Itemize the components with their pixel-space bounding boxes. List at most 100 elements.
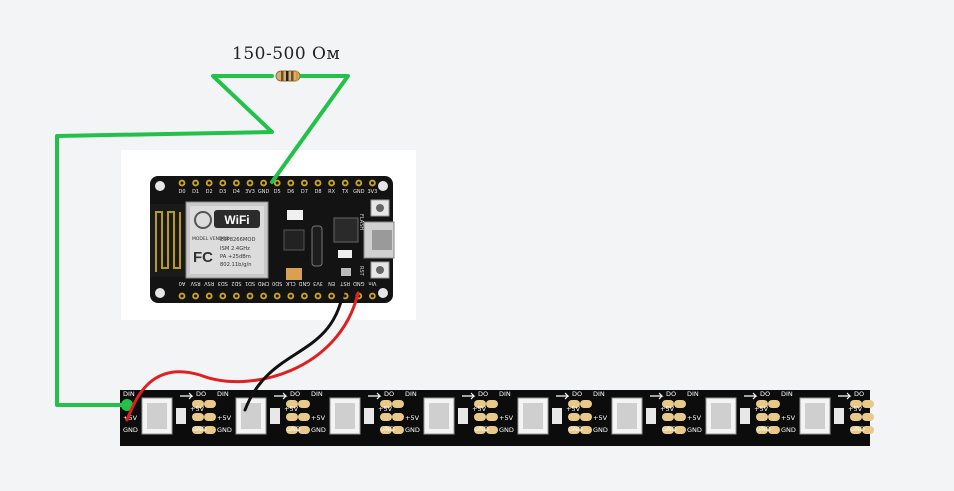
pin-label: D0 <box>178 189 185 195</box>
solder-pad <box>192 413 204 421</box>
solder-pad <box>850 400 862 408</box>
do-label: DO <box>290 390 300 398</box>
plus5v-label: +5V <box>378 405 393 413</box>
header-pin-hole <box>275 181 279 185</box>
solder-pad <box>474 400 486 408</box>
din-label: DIN <box>311 390 323 398</box>
solder-pad <box>850 426 862 434</box>
solder-pad <box>192 400 204 408</box>
do-label: DO <box>196 390 206 398</box>
header-pin-hole <box>262 181 266 185</box>
solder-pad <box>662 426 674 434</box>
pin-label: GND <box>353 189 365 195</box>
solder-pad <box>474 413 486 421</box>
pin-label: 3V3 <box>313 280 323 286</box>
pin-label: SD1 <box>245 280 255 286</box>
header-pin-hole <box>370 294 374 298</box>
solder-pad <box>298 400 310 408</box>
data-wire <box>270 74 350 184</box>
vendor-text: MODEL VENDOR <box>192 236 229 242</box>
pin-label: RSV <box>204 280 215 286</box>
pin-label: D8 <box>314 189 321 195</box>
vendor-logo-icon <box>194 211 212 229</box>
gnd-label: GND <box>405 426 420 434</box>
pin-label: D5 <box>274 189 281 195</box>
solder-pad <box>568 413 580 421</box>
pin-label: EN <box>328 280 335 286</box>
solder-pad <box>674 413 686 421</box>
ground-wire <box>243 291 345 412</box>
solder-pad <box>486 413 498 421</box>
solder-pad <box>204 400 216 408</box>
solder-pad <box>392 413 404 421</box>
solder-pad <box>486 426 498 434</box>
pin-label: SD2 <box>231 280 241 286</box>
direction-arrow-icon <box>556 392 570 400</box>
gnd-label: GND <box>311 426 326 434</box>
led-chip-face <box>335 403 355 429</box>
gnd-label: GND <box>380 425 395 433</box>
gnd-label: GND <box>123 426 138 434</box>
solder-pad <box>286 426 298 434</box>
do-label: DO <box>666 390 676 398</box>
solder-pad <box>486 400 498 408</box>
usb-port-opening <box>372 230 392 250</box>
fc-mark: FC <box>193 249 213 266</box>
solder-pad <box>380 413 392 421</box>
module-text-line: ISM 2.4GHz <box>220 246 250 252</box>
header-pin-hole <box>289 181 293 185</box>
gnd-label: GND <box>662 425 677 433</box>
smd-resistor <box>740 408 750 424</box>
header-pin-hole <box>275 294 279 298</box>
solder-pad <box>756 413 768 421</box>
header-pin-hole <box>330 181 334 185</box>
din-connection-dot <box>121 399 133 411</box>
direction-arrow-icon <box>650 392 664 400</box>
gnd-label: GND <box>217 426 232 434</box>
solder-pad <box>286 400 298 408</box>
power-wire <box>125 291 360 422</box>
rst-label: RST <box>358 266 364 277</box>
smd-resistor <box>176 408 186 424</box>
led-chip-face <box>711 403 731 429</box>
smd-resistor <box>364 408 374 424</box>
direction-arrow-icon <box>838 392 852 400</box>
pin-label: RX <box>328 189 335 195</box>
led-chip-face <box>429 403 449 429</box>
led-chip-face <box>147 403 167 429</box>
solder-pad <box>674 400 686 408</box>
solder-pad <box>662 413 674 421</box>
header-pin-hole <box>221 181 225 185</box>
gnd-label: GND <box>286 425 301 433</box>
solder-pad <box>380 426 392 434</box>
pin-label: Vin <box>368 280 376 286</box>
din-label: DIN <box>217 390 229 398</box>
header-pin-hole <box>207 294 211 298</box>
led-chip-face <box>523 403 543 429</box>
solder-pad <box>204 413 216 421</box>
direction-arrow-icon <box>180 392 194 400</box>
plus5v-label: +5V <box>284 405 299 413</box>
plus5v-label: +5V <box>687 414 702 422</box>
header-pin-hole <box>194 181 198 185</box>
module-text-line: PA +25dBm <box>220 254 251 260</box>
pin-label: D4 <box>233 189 240 195</box>
plus5v-label: +5V <box>781 414 796 422</box>
led-chip-face <box>617 403 637 429</box>
header-pin-hole <box>357 181 361 185</box>
header-pin-hole <box>330 294 334 298</box>
din-label: DIN <box>687 390 699 398</box>
do-label: DO <box>478 390 488 398</box>
wires <box>55 74 360 422</box>
pin-label: 3V3 <box>368 189 378 195</box>
solder-pad <box>862 426 874 434</box>
smd-resistor <box>458 408 468 424</box>
